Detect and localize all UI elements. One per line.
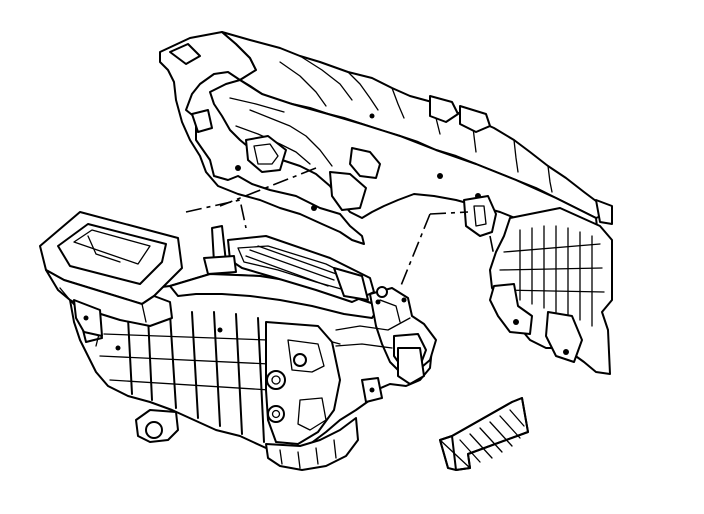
instrument-panel-carrier — [159, 31, 613, 375]
arrow-left-down-icon — [439, 397, 529, 471]
alignment-lines — [185, 167, 495, 289]
blower-inlet-housing — [39, 211, 183, 347]
